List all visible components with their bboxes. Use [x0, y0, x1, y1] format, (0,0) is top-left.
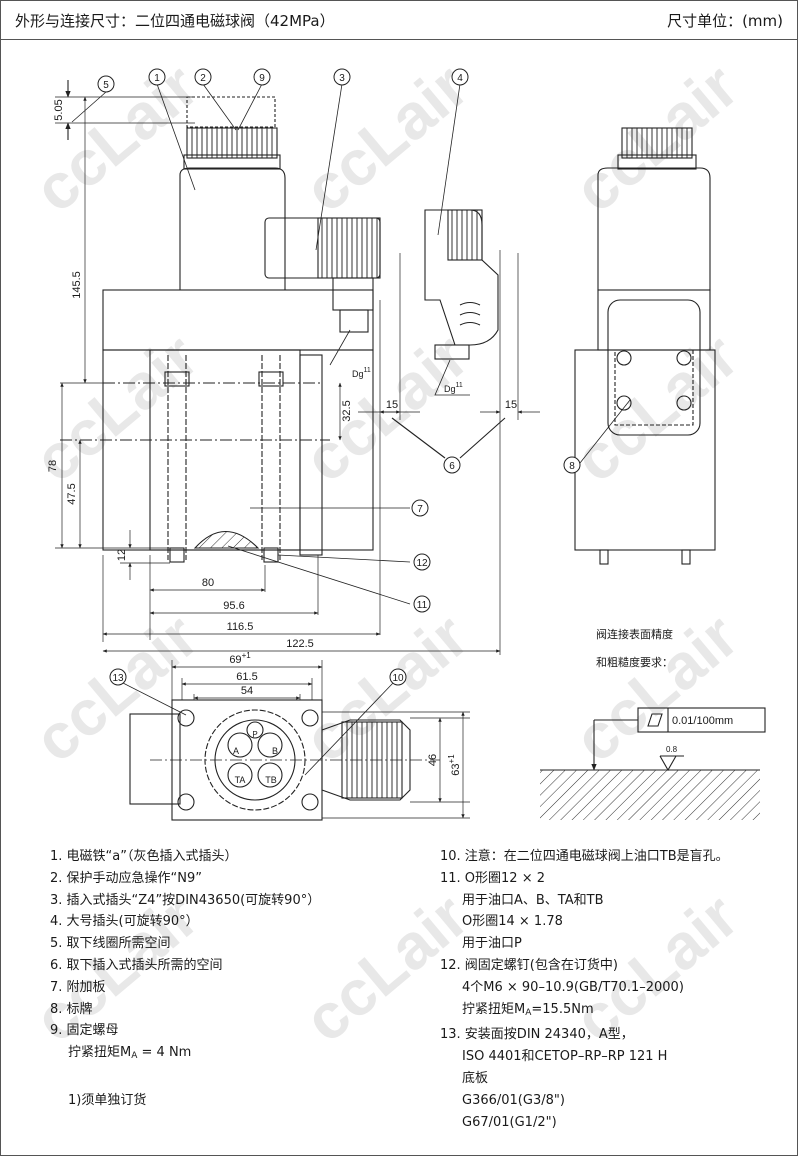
balloon-1: 1	[148, 68, 166, 86]
page-title: 外形与连接尺寸：二位四通电磁球阀（42MPa）	[15, 11, 335, 30]
balloon-9: 9	[253, 68, 271, 86]
dim-15-right: 15	[505, 399, 517, 411]
unit-label: 尺寸单位：(mm)	[667, 11, 783, 30]
balloon-12: 12	[413, 553, 431, 571]
svg-text:13: 13	[112, 673, 124, 684]
note-12-torque: 拧紧扭矩MA=15.5Nm	[462, 1001, 594, 1018]
header-bar: 外形与连接尺寸：二位四通电磁球阀（42MPa） 尺寸单位：(mm)	[0, 0, 798, 40]
dim-69: 69+1	[229, 651, 251, 666]
note-order: 1)须单独订货	[68, 1092, 147, 1108]
port-a: A	[233, 746, 239, 756]
balloon-7: 7	[411, 499, 429, 517]
port-p: P	[252, 730, 257, 739]
balloon-6: 6	[443, 456, 461, 474]
port-ta: TA	[235, 775, 246, 785]
dim-1165: 116.5	[227, 621, 254, 633]
svg-text:6: 6	[449, 461, 455, 472]
note-3: 3. 插入式插头“Z4”按DIN43650(可旋转90°）	[50, 892, 321, 908]
surface-spec-title: 阀连接表面精度 和粗糙度要求：	[596, 625, 673, 673]
note-11: 11. O形圈12 × 2	[440, 870, 546, 886]
note-7: 7. 附加板	[50, 979, 106, 995]
svg-text:5: 5	[103, 80, 109, 91]
flatness-value: 0.01/100mm	[672, 715, 733, 727]
surface-title-line1: 阀连接表面精度	[596, 628, 673, 641]
balloon-4: 4	[451, 68, 469, 86]
roughness-value: 0.8	[666, 745, 678, 754]
svg-text:11: 11	[417, 600, 428, 611]
balloon-8: 8	[563, 456, 581, 474]
leader-lines	[71, 83, 631, 776]
note-13: 13. 安装面按DIN 24340，A型，	[440, 1027, 634, 1043]
svg-text:2: 2	[200, 73, 206, 84]
note-9: 9. 固定螺母	[50, 1023, 119, 1039]
note-1: 1. 电磁铁“a”（灰色插入式插头）	[50, 849, 238, 864]
drawing-frame	[0, 40, 798, 1156]
dim-1455: 145.5	[71, 271, 83, 299]
balloon-5: 5	[97, 75, 115, 93]
dimension-labels: 5.05 145.5 32.5 78 47.5 12 80 95.6 116.5…	[47, 99, 733, 785]
dim-78: 78	[47, 460, 59, 472]
dim-63: 63+1	[447, 754, 462, 776]
balloon-13: 13	[109, 668, 127, 686]
surface-spec	[540, 707, 766, 820]
note-13-a: ISO 4401和CETOP–RP–RP 121 H	[462, 1049, 668, 1065]
balloons: 1 2 9 3 4 5 6 7 8 12 11 13 10	[97, 68, 581, 686]
dim-15-left: 15	[386, 399, 398, 411]
dim-80: 80	[202, 577, 214, 589]
svg-text:7: 7	[417, 504, 423, 515]
note-9-torque: 拧紧扭矩MA = 4 Nm	[68, 1045, 192, 1062]
plug-side-view	[329, 209, 540, 459]
balloon-10: 10	[389, 668, 407, 686]
dim-505: 5.05	[53, 99, 65, 120]
dim-325: 32.5	[341, 400, 353, 421]
svg-text:8: 8	[569, 461, 575, 472]
note-13-d: G67/01(G1/2")	[462, 1114, 557, 1130]
top-view	[129, 660, 470, 821]
note-10: 10. 注意：在二位四通电磁球阀上油口TB是盲孔。	[440, 849, 729, 864]
surface-title-line2: 和粗糙度要求：	[596, 656, 673, 669]
balloon-11: 11	[413, 595, 431, 613]
dg-label-left: Dg11	[352, 367, 371, 379]
dim-54: 54	[241, 685, 253, 697]
dim-615: 61.5	[236, 671, 257, 683]
dg-label-right: Dg11	[444, 382, 463, 394]
notes-right: 10. 注意：在二位四通电磁球阀上油口TB是盲孔。 11. O形圈12 × 2 …	[440, 846, 729, 1133]
balloon-3: 3	[333, 68, 351, 86]
note-11-b: O形圈14 × 1.78	[462, 914, 563, 930]
front-view	[55, 80, 501, 655]
svg-text:9: 9	[259, 73, 265, 84]
note-13-c: G366/01(G3/8")	[462, 1092, 565, 1108]
note-5: 5. 取下线圈所需空间	[50, 936, 171, 952]
note-2: 2. 保护手动应急操作“N9”	[50, 870, 203, 886]
balloon-2: 2	[194, 68, 212, 86]
svg-text:10: 10	[392, 673, 404, 684]
dim-1225: 122.5	[286, 638, 314, 650]
dim-956: 95.6	[223, 600, 244, 612]
svg-text:3: 3	[339, 73, 345, 84]
note-12-a: 4个M6 × 90–10.9(GB/T70.1–2000)	[462, 979, 684, 995]
note-11-c: 用于油口P	[462, 936, 522, 952]
dim-475: 47.5	[66, 483, 78, 504]
notes-left: 1. 电磁铁“a”（灰色插入式插头） 2. 保护手动应急操作“N9” 3. 插入…	[50, 846, 320, 1112]
note-4: 4. 大号插头(可旋转90°）	[50, 914, 199, 930]
note-11-a: 用于油口A、B、TA和TB	[462, 892, 604, 908]
dim-46: 46	[427, 754, 439, 766]
note-6: 6. 取下插入式插头所需的空间	[50, 957, 223, 973]
technical-drawing: 5.05 145.5 32.5 78 47.5 12 80 95.6 116.5…	[47, 68, 766, 821]
port-b: B	[272, 746, 278, 756]
svg-text:4: 4	[457, 73, 463, 84]
svg-text:12: 12	[416, 558, 428, 569]
port-tb: TB	[265, 775, 277, 785]
note-13-b: 底板	[462, 1070, 489, 1086]
note-8: 8. 标牌	[50, 1001, 93, 1017]
note-12: 12. 阀固定螺钉(包含在订货中)	[440, 957, 618, 973]
dim-12: 12	[116, 549, 128, 561]
right-view	[574, 127, 716, 565]
svg-text:1: 1	[154, 73, 160, 84]
